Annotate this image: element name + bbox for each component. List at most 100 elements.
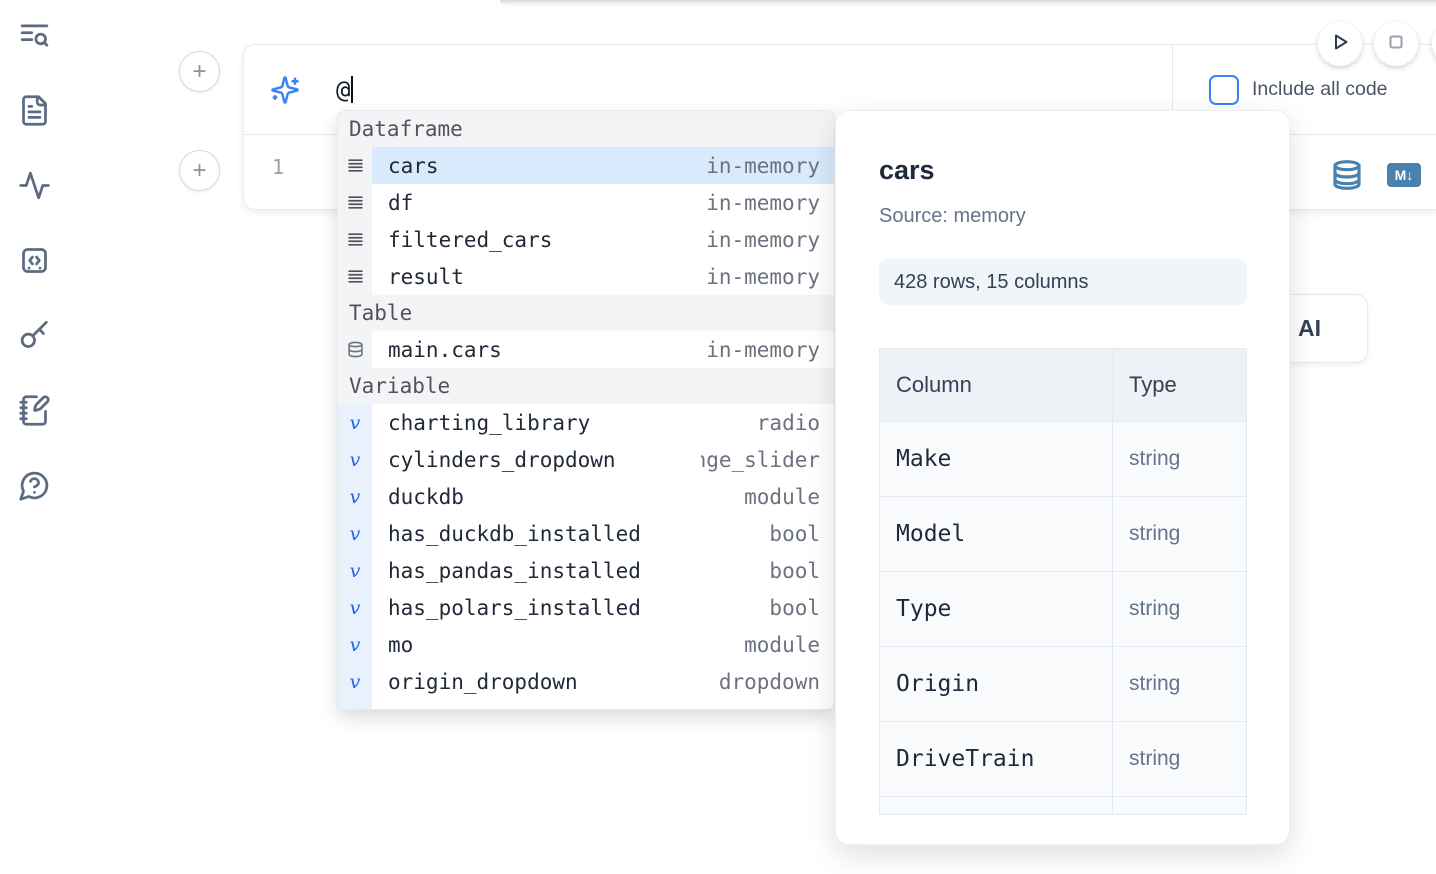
item-type: in-memory [706,190,820,215]
type-cell: string [1113,722,1246,796]
variable-icon: v [338,663,372,700]
column-type: string [1129,447,1181,470]
autocomplete-item[interactable]: df in-memory [338,184,834,221]
column-type: string [1129,672,1181,695]
sidebar-item-secrets[interactable] [16,320,52,356]
table-row: DriveTrain string [880,722,1246,797]
run-cell-button[interactable] [1318,22,1362,66]
ai-prompt-value: @ [336,75,351,104]
item-name: mo [388,632,414,657]
column-cell: Model [880,497,1113,571]
item-name: filtered_cars [388,227,553,252]
sidebar-item-scratchpad[interactable] [16,395,52,431]
rows-icon [338,184,372,221]
left-sidebar [16,20,60,506]
snippets-code-icon [18,244,51,282]
line-number: 1 [272,155,285,179]
sidebar-item-snippets[interactable] [16,245,52,281]
add-cell-above-button[interactable]: + [179,51,220,92]
stop-square-icon [1384,30,1408,59]
item-name: has_duckdb_installed [388,521,641,546]
panel-title: cars [879,155,935,185]
include-all-code-section: Include all code [1172,45,1436,134]
item-name: cylinders_dropdown [388,447,616,472]
item-type: range_slider [701,447,820,472]
column-type: string [1129,747,1181,770]
item-name: df [388,190,414,215]
column-name: DriveTrain [896,746,1035,772]
item-type: bool [769,595,820,620]
autocomplete-section-header: Variable [338,368,834,404]
play-icon [1328,30,1352,59]
type-cell: string [1113,497,1246,571]
column-cell [880,797,1113,814]
include-all-code-label: Include all code [1252,78,1388,100]
item-name: origin_dropdown [388,669,578,694]
variable-icon: v [338,700,372,709]
datasource-icon[interactable] [1331,159,1363,191]
rows-icon [338,147,372,184]
variable-icon: v [338,626,372,663]
dataframe-preview-panel: cars Source: memory 428 rows, 15 columns… [835,110,1290,845]
autocomplete-item[interactable]: filtered_cars in-memory [338,221,834,258]
sidebar-item-activity[interactable] [16,170,52,206]
panel-source: Source: memory [879,205,1026,227]
item-type: in-memory [706,337,820,362]
sidebar-item-help[interactable] [16,470,52,506]
table-row: Type string [880,572,1246,647]
file-search-icon [18,19,51,57]
sidebar-item-files[interactable] [16,95,52,131]
code-editor[interactable]: 1 M↓ [244,135,1436,209]
clipped-toolbar-button[interactable] [1432,22,1436,66]
variable-icon: v [338,515,372,552]
item-name: has_polars_installed [388,595,641,620]
column-name: Type [896,596,952,622]
stop-button[interactable] [1374,22,1418,66]
file-text-icon [18,94,51,132]
column-cell: Make [880,422,1113,496]
add-cell-below-button[interactable]: + [179,150,220,191]
include-all-code-checkbox[interactable] [1209,74,1239,105]
item-type: bool [769,558,820,583]
sparkles-icon [270,75,300,105]
column-name: Model [896,521,966,547]
column-name: Make [896,446,952,472]
markdown-convert-icon[interactable]: M↓ [1387,163,1421,187]
item-type: in-memory [706,227,820,252]
item-name: pd [388,707,413,710]
variable-icon: v [338,404,372,441]
shape-badge: 428 rows, 15 columns [879,259,1247,305]
autocomplete-section-header: Table [338,295,834,331]
ai-prompt-input[interactable]: @ [244,45,1172,134]
autocomplete-item[interactable]: vpdmodule [338,700,834,710]
sidebar-item-file-search[interactable] [16,20,52,56]
variable-icon: v [338,552,372,589]
type-cell: string [1113,572,1246,646]
item-type: in-memory [706,264,820,289]
rows-icon [338,258,372,295]
activity-icon [18,169,51,207]
column-type: string [1129,522,1181,545]
plus-icon: + [192,156,207,184]
